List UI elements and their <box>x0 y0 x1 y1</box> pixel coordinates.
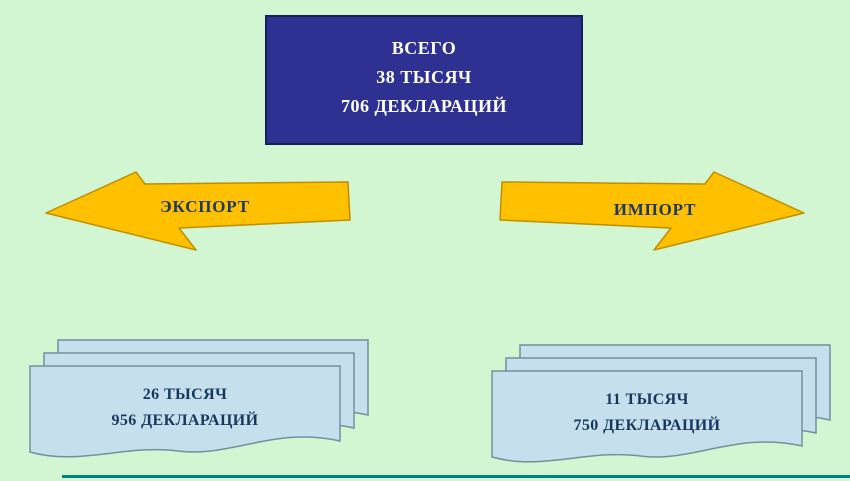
total-line-2: 38 ТЫСЯЧ <box>376 67 472 87</box>
export-documents-label: 26 ТЫСЯЧ 956 ДЕКЛАРАЦИЙ <box>40 382 330 434</box>
total-line-3: 706 ДЕКЛАРАЦИЙ <box>340 96 508 116</box>
export-arrow-label: ЭКСПОРТ <box>160 197 250 216</box>
import-count-line-2: 750 ДЕКЛАРАЦИЙ <box>573 417 721 434</box>
export-count-line-1: 26 ТЫСЯЧ <box>142 386 228 403</box>
bottom-border-line <box>62 475 850 478</box>
export-count-line-2: 956 ДЕКЛАРАЦИЙ <box>111 412 259 429</box>
import-documents-label: 11 ТЫСЯЧ 750 ДЕКЛАРАЦИЙ <box>502 387 792 439</box>
total-declarations-node: ВСЕГО 38 ТЫСЯЧ 706 ДЕКЛАРАЦИЙ <box>265 15 583 145</box>
import-count-line-1: 11 ТЫСЯЧ <box>605 391 689 408</box>
total-line-1: ВСЕГО <box>391 38 457 58</box>
import-arrow-label: ИМПОРТ <box>613 200 697 219</box>
